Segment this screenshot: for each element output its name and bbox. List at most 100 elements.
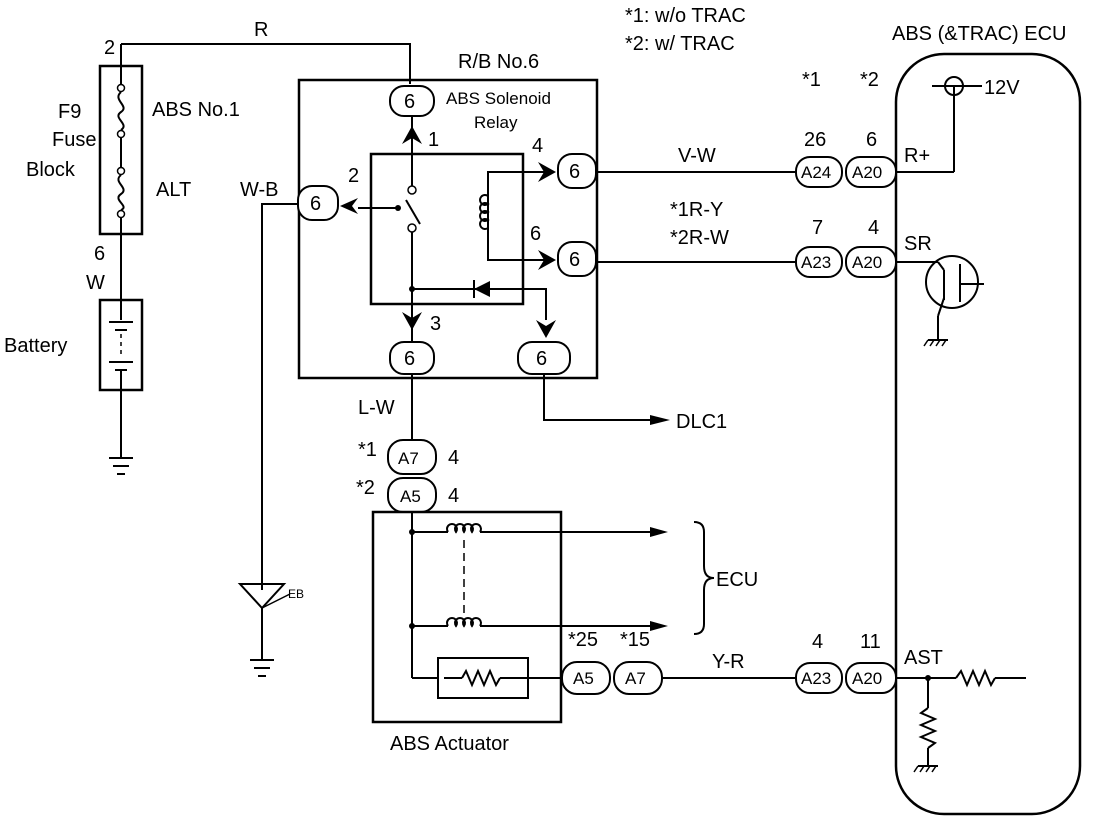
actuator-box	[371, 510, 563, 724]
abs-actuator: ABS Actuator	[371, 510, 668, 755]
relay-conn-left-label: 6	[310, 193, 321, 215]
arrow-right-icon-2	[538, 250, 556, 270]
conn-a7-pin: 4	[448, 447, 459, 469]
relay-pin-4: 4	[532, 135, 543, 157]
actuator-ecu-label: ECU	[716, 569, 758, 591]
conn-a7	[387, 439, 437, 475]
relay-conn-bottom-right-label: 6	[536, 348, 547, 370]
conn-a7-label: A7	[398, 449, 419, 468]
wire-dlc1	[543, 374, 650, 421]
conn-a24-label: A24	[801, 163, 831, 182]
battery: Battery	[4, 298, 144, 458]
pin-11: 11	[860, 631, 881, 653]
conn-a20-sr	[845, 246, 897, 278]
wire-w-b	[261, 203, 298, 590]
arrow-left-icon	[340, 198, 358, 214]
fuse-block-name-1: F9	[58, 101, 81, 123]
ecu-box	[894, 52, 1082, 816]
transistor-icon	[925, 255, 979, 309]
wire-label-w: W	[86, 272, 105, 294]
relay-conn-right-bottom	[557, 241, 597, 277]
wire-label-w-b: W-B	[240, 179, 279, 201]
relay-name-1: ABS Solenoid	[446, 89, 551, 108]
conn-a5-label: A5	[400, 487, 421, 506]
conn-a5-yr	[561, 661, 611, 695]
ecu-title: ABS (&TRAC) ECU	[892, 23, 1066, 45]
fuse-abs-no1-icon	[117, 91, 125, 131]
conn-a5-pin: 4	[448, 485, 459, 507]
actuator-label: ABS Actuator	[390, 733, 509, 755]
fuse-pin-top: 2	[104, 37, 115, 59]
conn-a20-ast	[845, 662, 897, 694]
relay-pin-6: 6	[530, 223, 541, 245]
wire-label-r-w: *2R-W	[670, 227, 729, 249]
pin-6-a20: 6	[866, 129, 877, 151]
conn-a23-ast	[795, 662, 843, 694]
conn-a20-r	[845, 156, 897, 188]
pin-4-a23: 4	[812, 631, 823, 653]
conn-a23	[795, 246, 843, 278]
wire-label-r-y: *1R-Y	[670, 199, 723, 221]
eb-ground: EB	[237, 583, 304, 677]
pin-26: 26	[804, 129, 826, 151]
fuse-abs-no1-label: ABS No.1	[152, 99, 240, 121]
battery-label: Battery	[4, 335, 67, 357]
conn-a20-r-label: A20	[852, 163, 882, 182]
relay-name-2: Relay	[474, 113, 518, 132]
fuse-alt-label: ALT	[156, 179, 191, 201]
arrow-up-icon	[402, 126, 422, 144]
arrow-right-icon	[538, 162, 556, 182]
conn-a7-yr-pin: *15	[620, 629, 650, 651]
pin-4-a20: 4	[868, 217, 879, 239]
ecu-col1: *1	[802, 69, 821, 91]
ecu-r-plus: R+	[904, 145, 930, 167]
wire-label-y-r: Y-R	[712, 651, 745, 673]
relay-conn-top-label: 6	[404, 91, 415, 113]
conn-a20-sr-label: A20	[852, 253, 882, 272]
relay-switch-icon	[405, 199, 421, 225]
ground-point-icon	[237, 583, 287, 610]
arrow-dlc1-icon	[650, 415, 670, 425]
resistor-icon-2	[918, 707, 938, 749]
conn-a7-yr-label: A7	[625, 669, 646, 688]
wire-r	[121, 43, 411, 84]
fuse-block: F9 Fuse Block 2 6 W ABS No.1 ALT	[26, 37, 240, 300]
ground-icon	[109, 457, 133, 475]
ground-point-eb: EB	[288, 587, 304, 601]
note-with-trac: *2: w/ TRAC	[625, 33, 735, 55]
wire-label-l-w: L-W	[358, 397, 395, 419]
fuse-pin-bottom: 6	[94, 243, 105, 265]
diode-icon	[474, 281, 490, 297]
ecu: ABS (&TRAC) ECU *1 *2 12V R+ SR AST	[802, 23, 1082, 816]
relay-pin-2: 2	[348, 165, 359, 187]
conn-a24	[795, 156, 843, 188]
note-without-trac: *1: w/o TRAC	[625, 5, 746, 27]
brace-icon	[693, 521, 715, 635]
fuse-block-name-2: Fuse	[52, 129, 96, 151]
solenoid-coil-icon	[446, 523, 482, 534]
relay-coil-icon	[479, 194, 490, 230]
conn-a20-ast-label: A20	[852, 669, 882, 688]
ecu-sr: SR	[904, 233, 932, 255]
pin-7: 7	[812, 217, 823, 239]
relay-pin-3: 3	[430, 313, 441, 335]
conn-a23-label: A23	[801, 253, 831, 272]
wire-label-r: R	[254, 19, 268, 41]
relay-conn-right-bottom-label: 6	[569, 249, 580, 271]
fuse-alt-icon	[117, 174, 125, 211]
ecu-col2: *2	[860, 69, 879, 91]
arrow-down-icon-2	[536, 320, 556, 338]
conn-a5-yr-pin: *25	[568, 629, 598, 651]
ecu-supply-label: 12V	[984, 77, 1020, 99]
conn-a5-yr-label: A5	[573, 669, 594, 688]
relay-conn-right-top-label: 6	[569, 161, 580, 183]
relay-pin-1: 1	[428, 129, 439, 151]
dlc1-label: DLC1	[676, 411, 727, 433]
arrow-down-icon	[402, 312, 422, 330]
resistor-icon	[955, 668, 996, 688]
conn-a23-ast-label: A23	[801, 669, 831, 688]
conn-a5-star: *2	[356, 477, 375, 499]
conn-a7-star: *1	[358, 439, 377, 461]
relay-conn-bottom-left-label: 6	[404, 348, 415, 370]
